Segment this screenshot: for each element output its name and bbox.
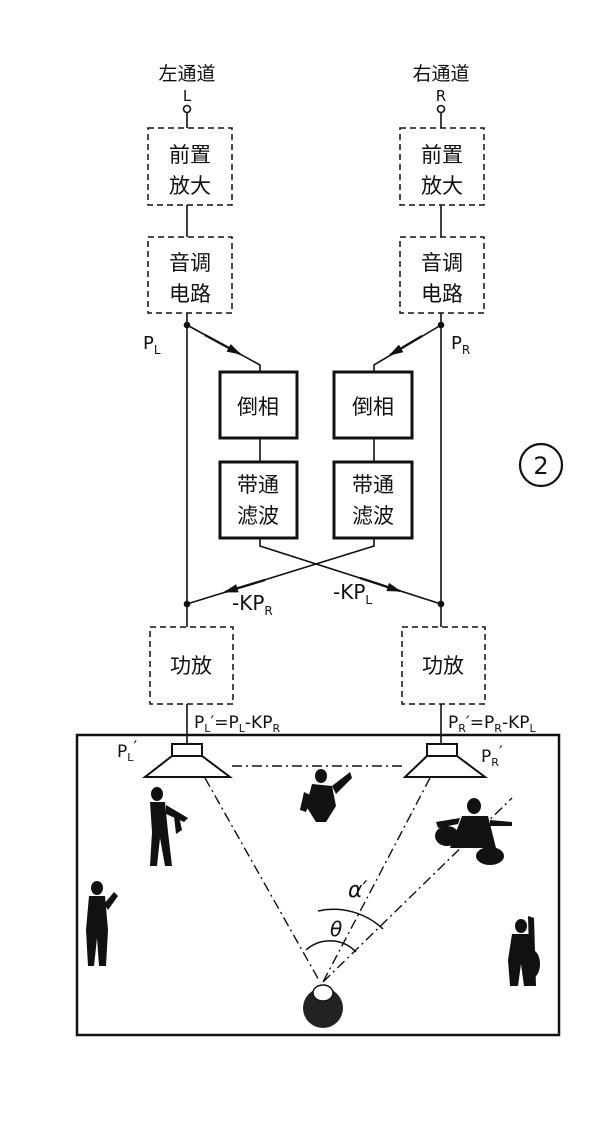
right-bandpass-box [332, 460, 414, 540]
drummer-figure [300, 769, 352, 822]
right-sight-line [322, 777, 431, 983]
left-amp-label: 功放 [170, 654, 212, 678]
right-branch-wire [373, 324, 442, 372]
left-node-label: PL [143, 333, 161, 357]
right-input-terminal [436, 104, 446, 114]
left-tone-line2: 电路 [169, 282, 211, 306]
right-speaker-icon [402, 743, 488, 778]
left-input-terminal [182, 104, 192, 114]
listening-room-frame [75, 733, 561, 1037]
right-terminal-label: R [436, 87, 446, 105]
right-speaker-label: PR′ [481, 743, 503, 769]
left-bandpass-line1: 带通 [237, 473, 279, 497]
left-crossfeed-label: -KPL [333, 580, 372, 607]
right-output-formula: PR′=PR-KPL [448, 713, 536, 735]
left-crossfeed-arrow [359, 576, 402, 593]
narrow-angle-label: θ [330, 917, 342, 941]
left-branch-arrow [204, 333, 242, 356]
drum-kit-figure [435, 798, 512, 865]
wide-angle-label: α′ [348, 878, 368, 903]
right-amp-label: 功放 [422, 654, 464, 678]
left-branch-wire [186, 324, 261, 372]
right-tone-line1: 音调 [421, 251, 463, 275]
left-tone-box [147, 236, 233, 314]
right-preamp-line2: 放大 [421, 174, 463, 198]
wide-angle-arc [317, 908, 384, 930]
right-channel-title: 右通道 [412, 63, 469, 85]
right-preamp-box [399, 127, 485, 206]
right-bandpass-line2: 滤波 [352, 504, 394, 528]
left-bandpass-box [218, 460, 299, 540]
left-inverter-label: 倒相 [237, 395, 279, 419]
left-preamp-line1: 前置 [169, 143, 211, 167]
left-inverter-box [218, 370, 299, 440]
right-bandpass-line1: 带通 [352, 473, 394, 497]
right-inverter-box [332, 370, 414, 440]
right-crossfeed-arrow [223, 578, 266, 594]
figure-number: 2 [533, 452, 548, 480]
left-sight-line [204, 777, 321, 983]
saxophonist-figure [150, 787, 188, 866]
right-crossfeed-label: -KPR [232, 591, 273, 618]
left-tone-line1: 音调 [169, 251, 211, 275]
listener-figure [303, 984, 343, 1028]
right-branch-arrow [388, 334, 423, 357]
left-bandpass-line2: 滤波 [237, 504, 279, 528]
left-preamp-box [147, 127, 233, 206]
figure-number-circle [518, 442, 564, 488]
left-output-formula: PL′=PL-KPR [194, 713, 280, 735]
left-terminal-label: L [183, 87, 192, 105]
right-node-label: PR [451, 333, 470, 357]
right-tone-box [399, 236, 485, 314]
narrow-angle-arc [305, 940, 357, 953]
right-inverter-label: 倒相 [352, 395, 394, 419]
left-preamp-line2: 放大 [169, 174, 211, 198]
left-amp-box [149, 626, 234, 705]
right-tone-line2: 电路 [421, 282, 463, 306]
left-channel-title: 左通道 [158, 63, 215, 85]
right-preamp-line1: 前置 [421, 143, 463, 167]
left-speaker-label: PL′ [117, 738, 137, 764]
bassist-figure [508, 916, 540, 986]
guitarist-figure [86, 881, 118, 966]
left-speaker-icon [142, 743, 233, 778]
right-amp-box [401, 626, 486, 705]
